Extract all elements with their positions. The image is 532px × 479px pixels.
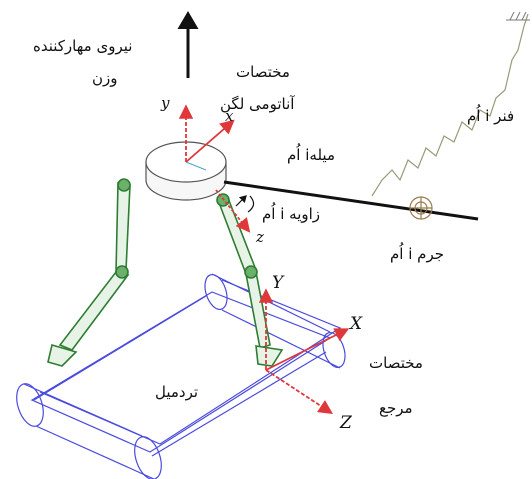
angle-arc [247,195,255,213]
pelvis-coords-label-1: مختصات [236,63,290,81]
weight-label: وزن [92,69,118,87]
local-y-axis-label: y [161,94,170,112]
ref-Z-axis-label: Z [340,413,352,433]
local-x-axis-label: x [225,107,234,125]
pelvis [145,141,227,201]
spring-label: فنر i اُم [467,107,515,125]
pelvis-coords-label-2: آناتومی لگن [220,95,295,113]
rod-label: میلهi اُم [287,146,335,164]
treadmill-label: تردمیل [155,383,199,401]
legs [47,178,284,367]
mass-label: جرم i اُم [390,245,445,263]
support-force-label: نیروی مهارکننده [33,37,133,55]
rod [223,180,479,221]
ref-X-axis-label: X [350,314,363,334]
ref-coords-label-1: مختصات [369,354,423,372]
spring-anchor [506,11,530,21]
mass [409,196,433,220]
spring [371,13,529,197]
treadmill-frame [16,273,346,479]
reference-axes [258,288,350,414]
ref-coords-label-2: مرجع [379,399,413,417]
angle-label: زاویه i اُم [262,205,321,223]
ref-Y-axis-label: Y [272,273,284,293]
local-z-axis-label: z [256,228,264,246]
pelvis-axes [178,104,251,233]
